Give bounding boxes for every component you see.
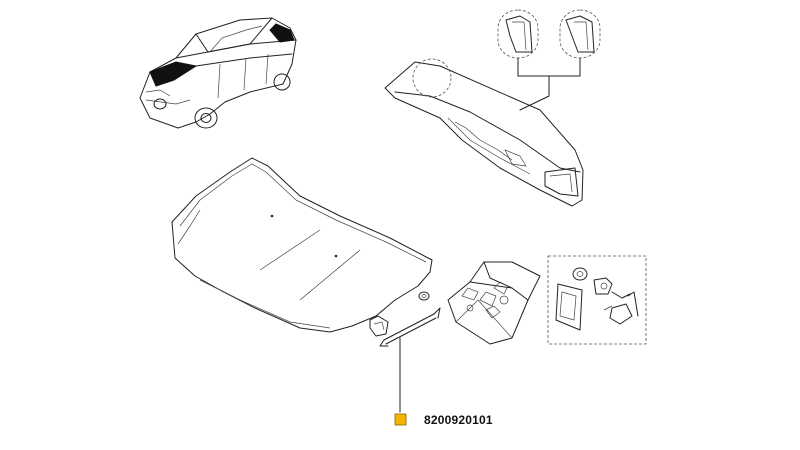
lock-kit-box (447, 261, 541, 345)
part-number-label[interactable]: 8200920101 (424, 413, 493, 427)
lock-components-detail (547, 255, 647, 345)
car-thumbnail (139, 17, 297, 129)
hood-drawing (171, 157, 433, 333)
hood-highlight (149, 61, 198, 87)
detail-circle (412, 58, 452, 98)
trunk-lid-drawing (384, 58, 584, 207)
part-marker-icon[interactable] (394, 413, 407, 426)
bumper-detail-insets (497, 9, 601, 111)
hood-prop-rod (369, 291, 441, 347)
trunk-highlight (269, 23, 295, 43)
